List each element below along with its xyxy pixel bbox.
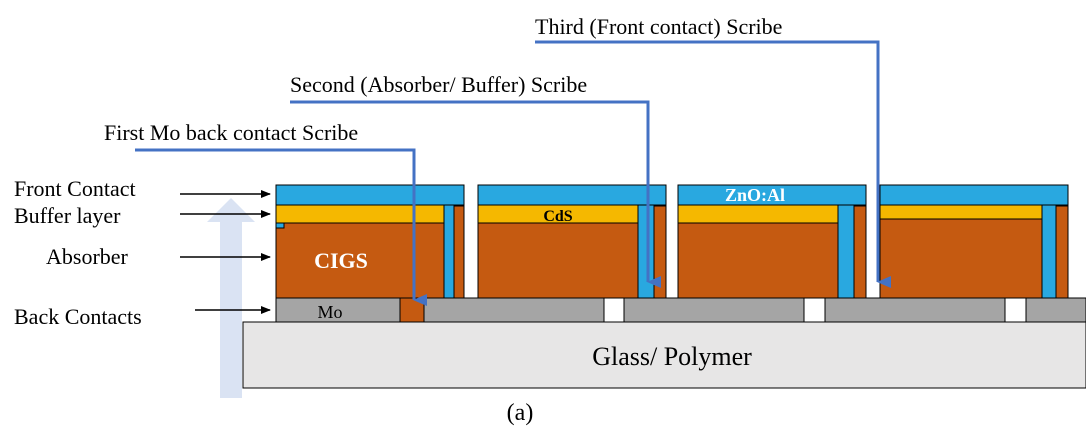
upward-arrow xyxy=(207,198,255,398)
absorber-label: Absorber xyxy=(46,244,129,269)
figure-caption: (a) xyxy=(507,400,534,426)
zno-label: ZnO:Al xyxy=(725,185,785,205)
second-scribe-line xyxy=(290,100,661,288)
cell-3 xyxy=(677,184,867,299)
cell-4 xyxy=(879,184,1069,299)
mo-pad-1 xyxy=(275,297,401,323)
buffer-layer-label: Buffer layer xyxy=(14,203,121,228)
third-scribe-label: Third (Front contact) Scribe xyxy=(535,14,782,39)
substrate-label: Glass/ Polymer xyxy=(592,342,752,371)
mo-pad-5 xyxy=(1025,297,1086,323)
mo-pad-4 xyxy=(824,297,1006,323)
first-scribe-label: First Mo back contact Scribe xyxy=(104,120,358,145)
mo-pad-3 xyxy=(623,297,805,323)
mo-pad-2 xyxy=(423,297,605,323)
cigs-label: CIGS xyxy=(314,248,368,273)
first-scribe-line xyxy=(135,148,427,306)
second-scribe-label: Second (Absorber/ Buffer) Scribe xyxy=(290,72,587,97)
back-contacts-label: Back Contacts xyxy=(14,304,142,329)
substrate-layer xyxy=(242,321,1086,389)
third-scribe-line xyxy=(535,40,891,288)
front-contact-label: Front Contact xyxy=(14,176,136,201)
cell-2 xyxy=(477,184,667,299)
cds-label: CdS xyxy=(543,208,572,225)
cell-1 xyxy=(275,184,465,323)
mo-label: Mo xyxy=(317,302,342,322)
